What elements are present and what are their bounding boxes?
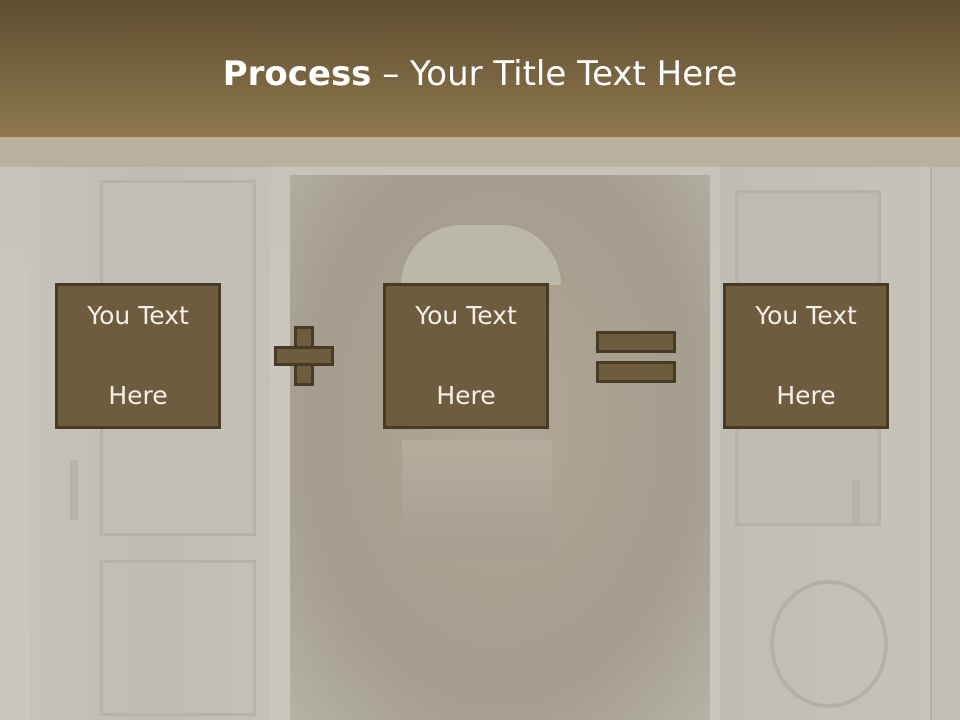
box-3-line-1: You Text — [755, 301, 857, 330]
box-2-line-1: You Text — [415, 301, 517, 330]
title-bar — [0, 0, 960, 137]
graffiti — [770, 580, 888, 708]
plus-icon — [274, 326, 334, 386]
equals-icon — [596, 331, 676, 383]
right-door-handle — [852, 480, 860, 525]
slide-title[interactable]: Process – Your Title Text Here — [0, 52, 960, 96]
title-bar-band — [0, 137, 960, 167]
left-door-panel — [100, 560, 256, 716]
box-2-line-2: Here — [436, 381, 496, 410]
equals-bar-top — [596, 331, 676, 353]
box-1-line-2: Here — [108, 381, 168, 410]
equals-bar-bottom — [596, 361, 676, 383]
title-rest: – Your Title Text Here — [371, 54, 738, 94]
corridor-end — [402, 440, 552, 560]
right-wall — [930, 160, 960, 720]
plus-center — [297, 349, 311, 363]
title-bold: Process — [222, 54, 372, 94]
box-1-line-1: You Text — [87, 301, 189, 330]
left-door-handle — [70, 460, 78, 520]
box-3-line-2: Here — [776, 381, 836, 410]
